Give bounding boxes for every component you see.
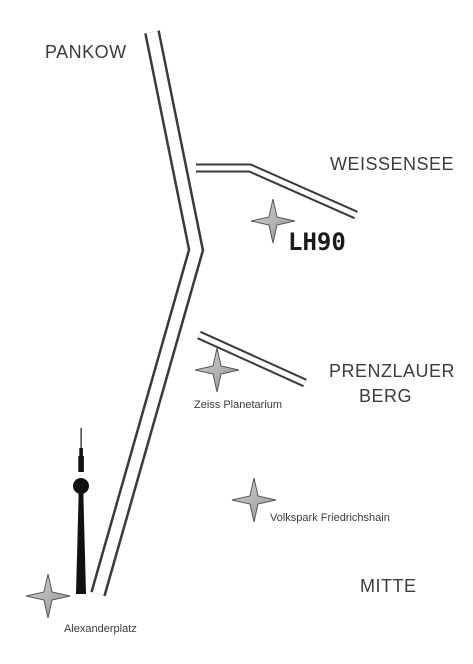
road-prenzlauer-berg	[197, 330, 307, 388]
tv-tower-icon	[73, 428, 89, 594]
brand-label: LH90	[288, 228, 346, 256]
star-marker-icon	[25, 573, 71, 619]
place-label-alexanderplatz: Alexanderplatz	[64, 623, 137, 635]
road-weissensee	[196, 163, 358, 220]
district-label-weissensee: WEISSENSEE	[330, 154, 454, 174]
place-label-zeiss: Zeiss Planetarium	[194, 399, 282, 411]
star-marker-icon	[250, 198, 296, 244]
star-marker-icon	[231, 477, 277, 523]
star-marker-icon	[194, 347, 240, 393]
district-label-berg: BERG	[359, 386, 412, 406]
place-label-volkspark: Volkspark Friedrichshain	[270, 512, 390, 524]
district-label-mitte: MITTE	[360, 576, 417, 596]
main-road	[90, 30, 205, 597]
district-label-pankow: PANKOW	[45, 42, 127, 62]
district-label-prenzlauer: PRENZLAUER	[329, 361, 455, 381]
